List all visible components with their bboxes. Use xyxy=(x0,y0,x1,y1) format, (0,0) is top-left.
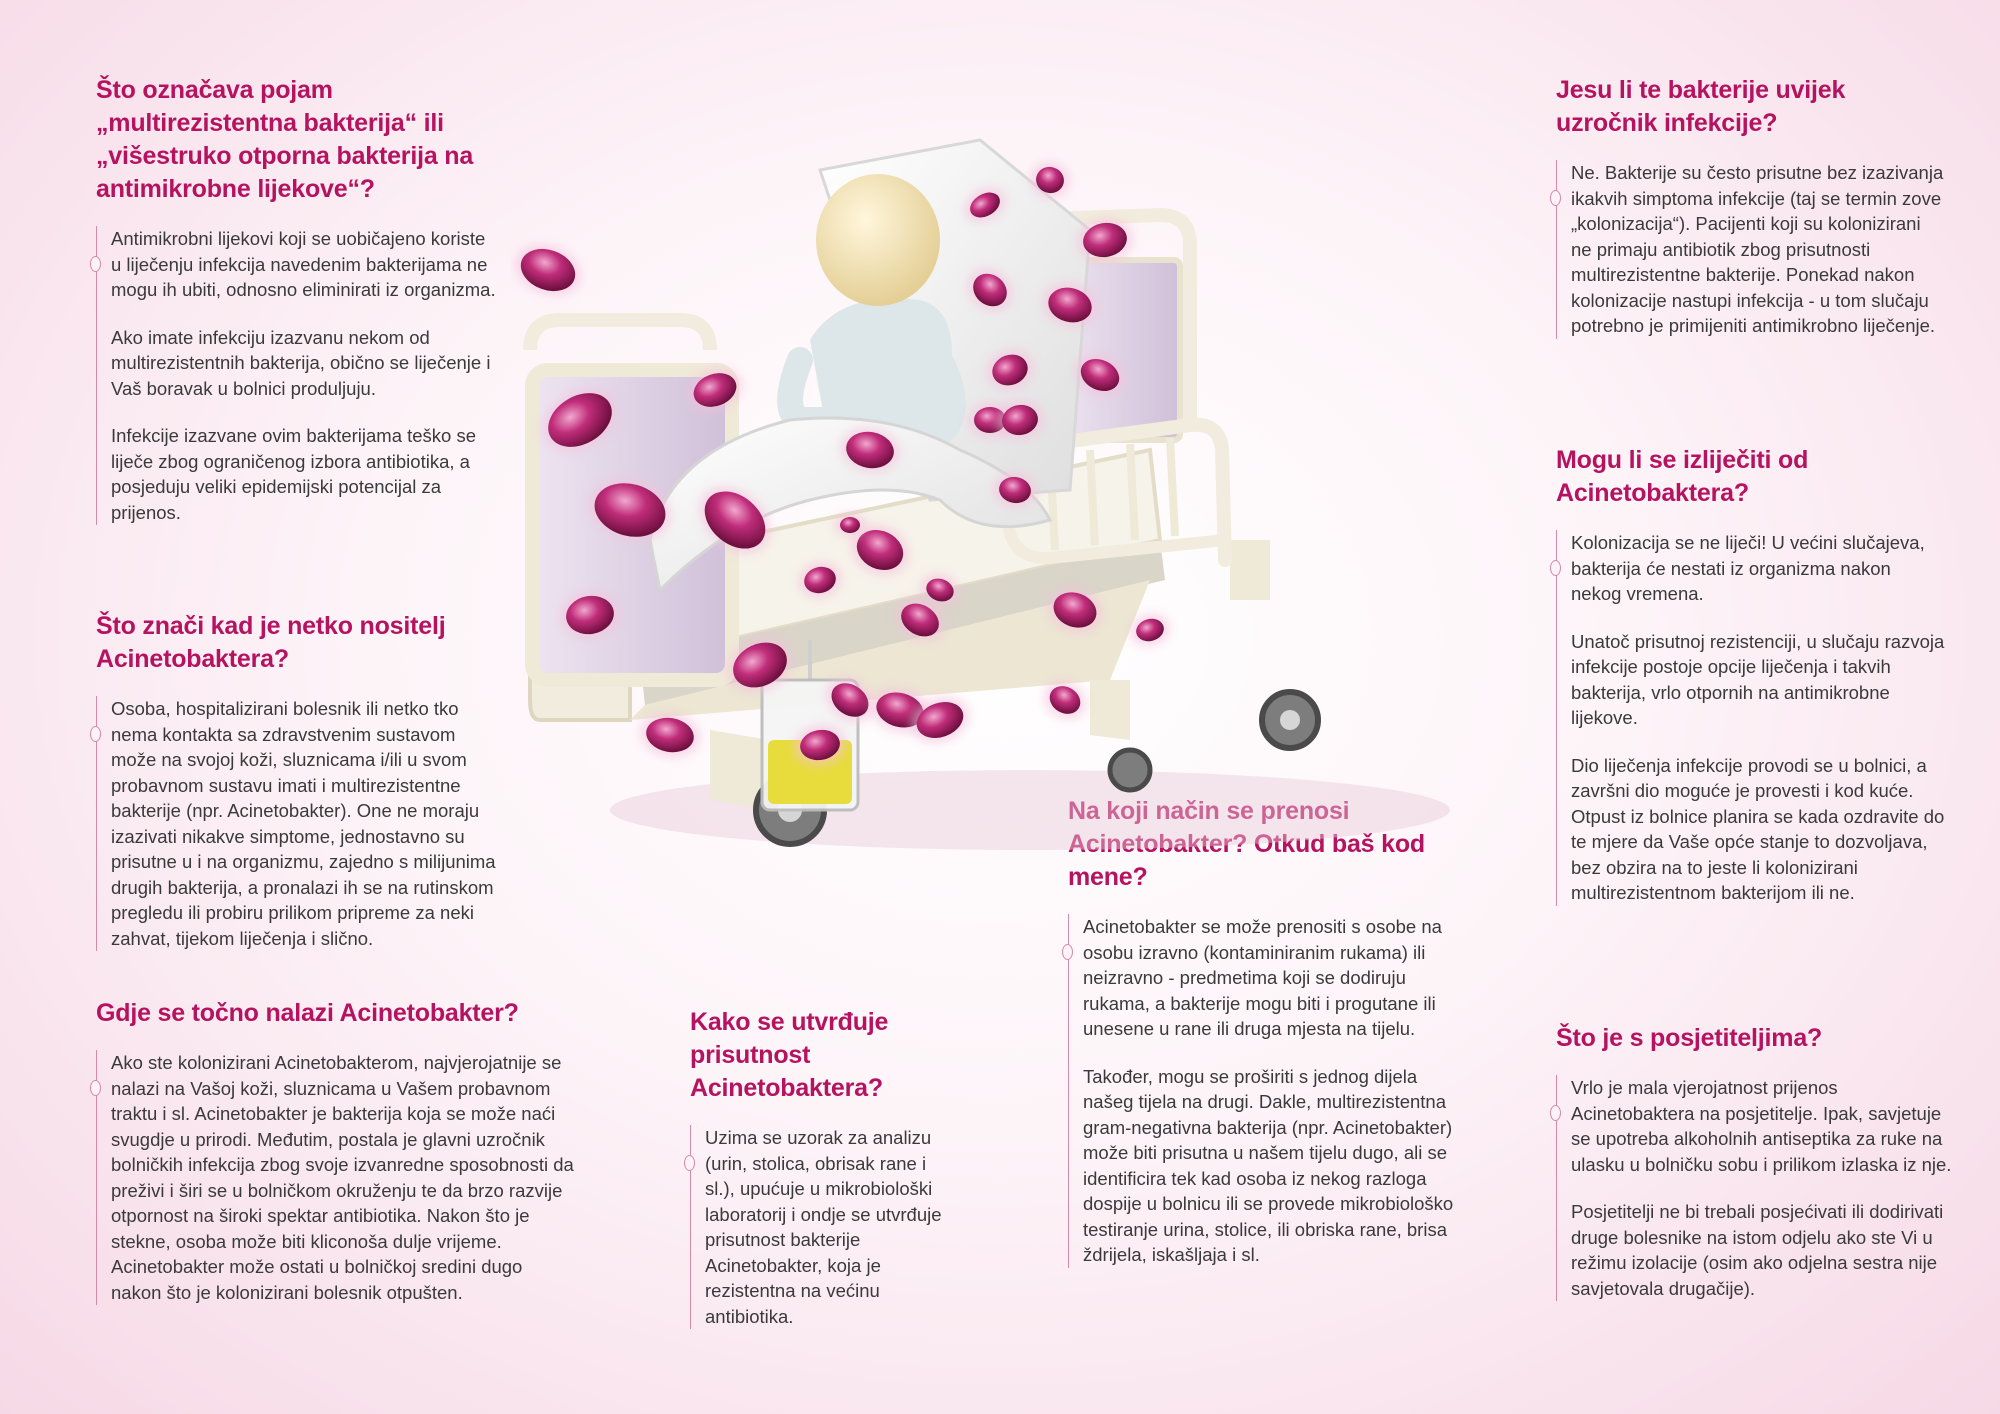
section-carrier: Što znači kad je netko nositelj Acinetob… xyxy=(90,610,496,951)
answer-paragraph: Antimikrobni lijekovi koji se uobičajeno… xyxy=(111,228,496,300)
answer-paragraph: Posjetitelji ne bi trebali posjećivati i… xyxy=(1571,1201,1944,1299)
answer-paragraph: Acinetobakter se može prenositi s osobe … xyxy=(1083,916,1442,1039)
question-heading: Što znači kad je netko nositelj Acinetob… xyxy=(96,612,446,673)
answer-paragraph: Ako ste kolonizirani Acinetobakterom, na… xyxy=(111,1052,574,1303)
answer-body: Acinetobakter se može prenositi s osobe … xyxy=(1062,914,1458,1268)
answer-paragraph: Uzima se uzorak za analizu (urin, stolic… xyxy=(705,1127,942,1327)
question-heading: Što je s posjetiteljima? xyxy=(1556,1024,1823,1052)
question-heading: Jesu li te bakterije uvijek uzročnik inf… xyxy=(1556,76,1846,137)
hospital-bed-with-bacteria-icon xyxy=(515,138,1450,850)
answer-paragraph: Dio liječenja infekcije provodi se u bol… xyxy=(1571,754,1945,904)
section-infection-cause: Jesu li te bakterije uvijek uzročnik inf… xyxy=(1550,74,1946,339)
section-visitors: Što je s posjetiteljima? Vrlo je mala vj… xyxy=(1550,1022,1956,1301)
question-heading: Gdje se točno nalazi Acinetobakter? xyxy=(96,999,519,1027)
section-transmission: Na koji način se prenosi Acinetobakter? … xyxy=(1062,795,1458,1268)
answer-body: Antimikrobni lijekovi koji se uobičajeno… xyxy=(90,226,496,525)
answer-paragraph: Kolonizacija se ne liječi! U većini sluč… xyxy=(1571,532,1925,604)
answer-paragraph: Osoba, hospitalizirani bolesnik ili netk… xyxy=(111,698,496,949)
answer-paragraph: Vrlo je mala vjerojatnost prijenos Acine… xyxy=(1571,1077,1952,1175)
section-location: Gdje se točno nalazi Acinetobakter? Ako … xyxy=(90,997,576,1305)
answer-paragraph: Ne. Bakterije su često prisutne bez izaz… xyxy=(1571,162,1944,336)
section-cure: Mogu li se izliječiti od Acinetobaktera?… xyxy=(1550,444,1946,906)
question-heading: Mogu li se izliječiti od Acinetobaktera? xyxy=(1556,446,1809,507)
answer-paragraph: Također, mogu se proširiti s jednog dije… xyxy=(1083,1065,1454,1266)
answer-body: Vrlo je mala vjerojatnost prijenos Acine… xyxy=(1550,1075,1956,1301)
section-multiresistant-definition: Što označava pojam „multirezistentna bak… xyxy=(90,74,496,525)
answer-paragraph: Unatoč prisutnoj rezistenciji, u slučaju… xyxy=(1571,630,1945,729)
question-heading: Na koji način se prenosi Acinetobakter? … xyxy=(1068,797,1425,891)
answer-body: Uzima se uzorak za analizu (urin, stolic… xyxy=(684,1125,960,1329)
answer-body: Ne. Bakterije su često prisutne bez izaz… xyxy=(1550,160,1946,339)
answer-paragraph: Infekcije izazvane ovim bakterijama tešk… xyxy=(111,425,477,523)
bacteria-cluster-icon xyxy=(515,161,1170,766)
question-heading: Kako se utvrđuje prisutnost Acinetobakte… xyxy=(690,1008,889,1102)
answer-body: Osoba, hospitalizirani bolesnik ili netk… xyxy=(90,696,496,951)
question-heading: Što označava pojam „multirezistentna bak… xyxy=(96,76,474,203)
answer-paragraph: Ako imate infekciju izazvanu nekom od mu… xyxy=(111,326,491,399)
answer-body: Kolonizacija se ne liječi! U većini sluč… xyxy=(1550,530,1946,906)
answer-body: Ako ste kolonizirani Acinetobakterom, na… xyxy=(90,1050,576,1305)
section-detection: Kako se utvrđuje prisutnost Acinetobakte… xyxy=(684,1006,960,1329)
